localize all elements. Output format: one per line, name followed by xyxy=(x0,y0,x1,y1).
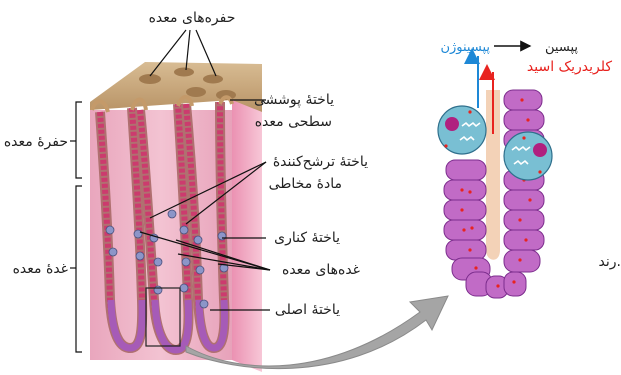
pepsin-label: پپسین xyxy=(545,40,578,55)
chief-cell-label: یاختهٔ اصلی xyxy=(275,302,340,318)
parietal-cell-right xyxy=(504,132,552,180)
pepsinogen-label: پپسینوژن xyxy=(440,40,490,55)
mucous-secreting-label-2: مادهٔ مخاطی xyxy=(269,176,342,192)
pit-opening xyxy=(203,75,223,84)
zoomed-gland xyxy=(438,90,552,298)
block-side-face xyxy=(232,98,262,372)
stomach-wall-block xyxy=(90,62,262,372)
left-brackets xyxy=(70,102,82,352)
cutoff-text: رند. xyxy=(599,254,621,270)
gastric-gland-side-label: غدهٔ معده xyxy=(13,261,68,277)
gastric-glands-label: غده‌های معده xyxy=(282,262,360,278)
left-cell-column xyxy=(444,160,492,296)
parietal-cell-label: یاختهٔ کناری xyxy=(274,230,340,246)
surface-mucous-cell-label-1: یاختهٔ پوششی xyxy=(254,92,334,108)
gastric-pits-label: حفره‌های معده xyxy=(149,10,236,26)
surface-mucous-cell-label-2: سطحی معده xyxy=(255,114,332,130)
hcl-label: کلریدریک اسید xyxy=(527,59,612,75)
parietal-cell-left xyxy=(438,106,486,154)
pit-opening xyxy=(186,87,206,97)
bottom-cells xyxy=(486,272,526,298)
gastric-pit-side-label: حفرهٔ معده xyxy=(4,134,68,150)
pit-opening xyxy=(174,68,194,77)
mucous-secreting-label-1: یاختهٔ ترشح‌کنندهٔ xyxy=(273,154,368,170)
